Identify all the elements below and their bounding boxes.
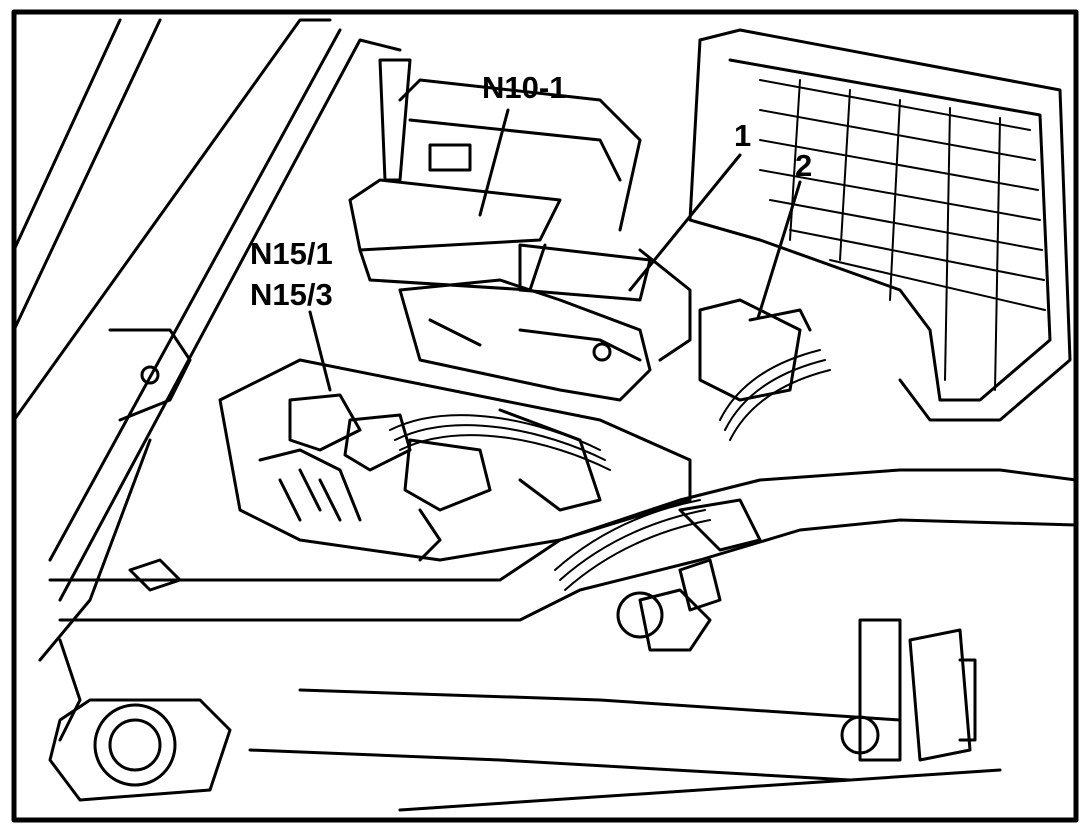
leader-n15-3: [308, 310, 332, 392]
leader-n10-1: [478, 108, 510, 217]
label-n15-1: N15/1: [250, 236, 333, 271]
cross-member: [48, 468, 1078, 622]
air-filter-housing: [688, 28, 1072, 422]
leader-lines: [308, 108, 802, 392]
fuse-relay-module: [398, 248, 812, 402]
leader-1: [628, 153, 742, 292]
left-fender: [12, 18, 402, 742]
label-n10-1: N10-1: [482, 70, 566, 105]
label-n15-3: N15/3: [250, 277, 333, 312]
leader-2: [756, 180, 802, 320]
air-filter-grid: [759, 79, 1046, 391]
figure-border: [11, 9, 1079, 823]
lower-engine-parts: [48, 558, 1002, 812]
label-2: 2: [795, 148, 812, 183]
label-1: 1: [734, 118, 751, 153]
wiring-harness: [389, 349, 831, 591]
fuse-box: [218, 358, 692, 562]
